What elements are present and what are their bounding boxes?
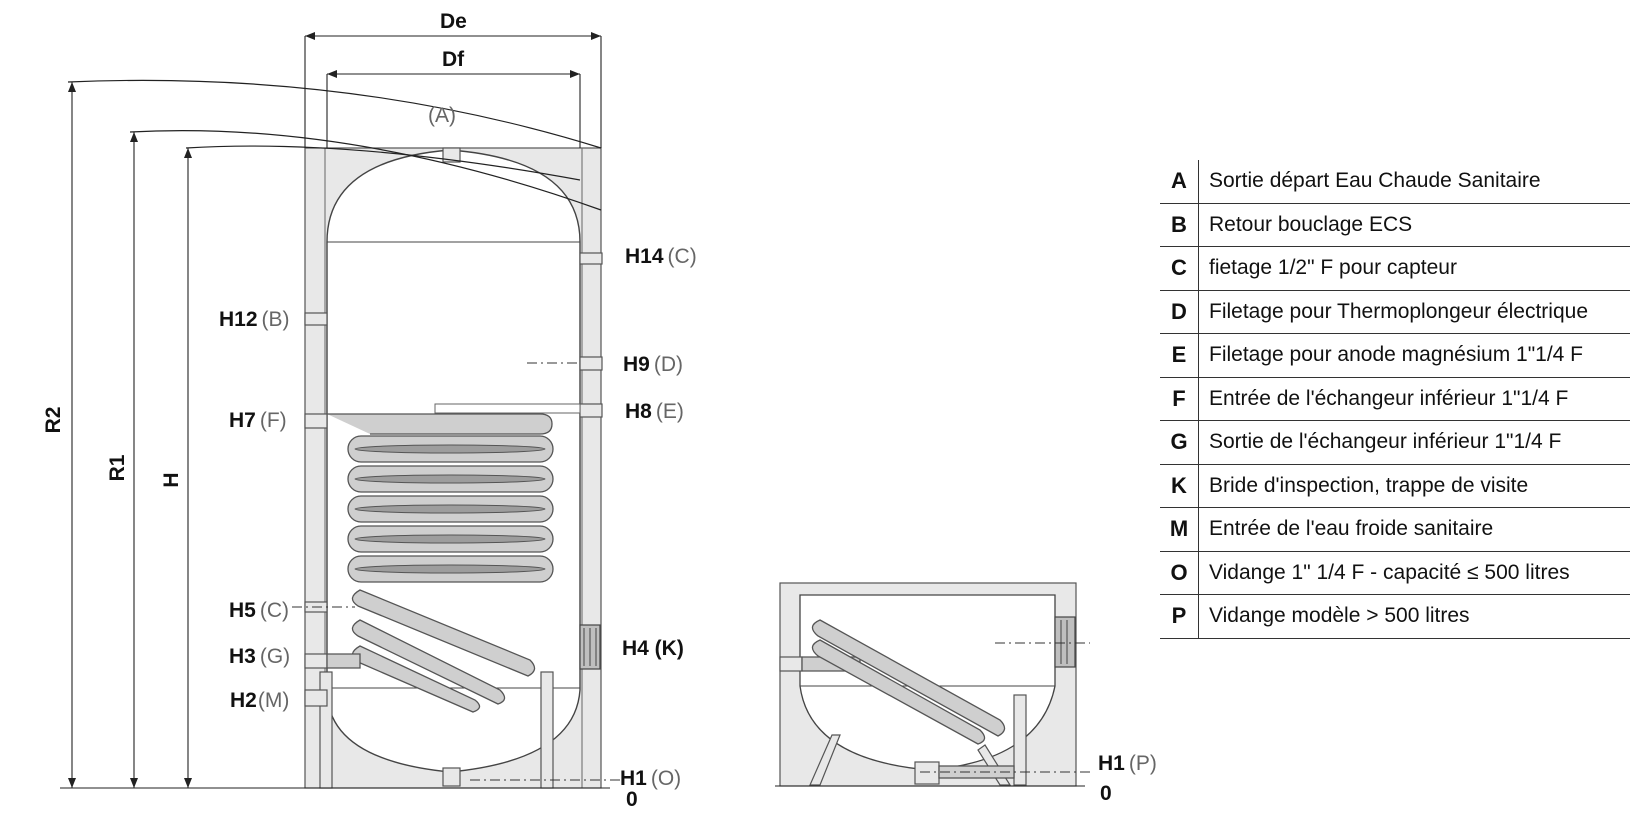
connection-labels: H14(C) H12(B) H9(D) H8(E) H7(F) H5(C) H3…: [219, 245, 697, 790]
label-h14: H14(C): [625, 245, 697, 268]
side-detail: H1(P) 0: [775, 582, 1157, 805]
dim-r1: R1: [106, 454, 129, 481]
label-h2: H2(M): [230, 689, 289, 712]
dim-r2: R2: [42, 407, 65, 434]
legend-description: Bride d'inspection, trappe de visite: [1209, 473, 1529, 497]
dimension-lines: De Df (A) R2 R1 H 0: [42, 10, 638, 811]
legend-description: Sortie départ Eau Chaude Sanitaire: [1209, 169, 1541, 193]
label-h8: H8(E): [625, 400, 684, 423]
legend-key: K: [1160, 464, 1199, 507]
legend-row: O Vidange 1" 1/4 F - capacité ≤ 500 litre…: [1160, 551, 1630, 595]
legend-row: B Retour bouclage ECS: [1160, 203, 1630, 247]
legend-description: Entrée de l'eau froide sanitaire: [1209, 517, 1494, 541]
heat-exchanger-coil: [347, 435, 554, 713]
legend-description: Vidange 1" 1/4 F - capacité ≤ 500 litres: [1209, 560, 1570, 584]
legend-description: Vidange modèle > 500 litres: [1209, 604, 1470, 628]
legend-key: M: [1160, 508, 1199, 551]
legend-key: B: [1160, 203, 1199, 246]
legend-description: Entrée de l'échangeur inférieur 1"1/4 F: [1209, 386, 1569, 410]
legend-key: G: [1160, 421, 1199, 464]
label-h5: H5(C): [229, 599, 289, 622]
legend-key: C: [1160, 247, 1199, 290]
legend-row: K Bride d'inspection, trappe de visite: [1160, 464, 1630, 508]
legend-row: M Entrée de l'eau froide sanitaire: [1160, 508, 1630, 552]
legend-description: fietage 1/2" F pour capteur: [1209, 256, 1457, 280]
legend-description: Filetage pour anode magnésium 1"1/4 F: [1209, 343, 1584, 367]
legend-description: Retour bouclage ECS: [1209, 212, 1413, 236]
label-h3: H3(G): [229, 645, 290, 668]
label-h1-p: H1(P): [1098, 752, 1157, 775]
legend-description: Filetage pour Thermoplongeur électrique: [1209, 299, 1589, 323]
dim-de: De: [440, 10, 467, 33]
legend-row: G Sortie de l'échangeur inférieur 1"1/4 F: [1160, 421, 1630, 465]
legend-key: O: [1160, 551, 1199, 594]
legend-key: D: [1160, 290, 1199, 333]
legend-description: Sortie de l'échangeur inférieur 1"1/4 F: [1209, 430, 1562, 454]
label-h9: H9(D): [623, 353, 683, 376]
legend-key: A: [1160, 160, 1199, 203]
legend-key: P: [1160, 595, 1199, 638]
label-h4: H4 (K): [622, 637, 684, 660]
legend-key: E: [1160, 334, 1199, 377]
label-h12: H12(B): [219, 308, 290, 331]
legend-row: F Entrée de l'échangeur inférieur 1"1/4 F: [1160, 377, 1630, 421]
dim-df: Df: [442, 48, 465, 71]
legend-row: E Filetage pour anode magnésium 1"1/4 F: [1160, 334, 1630, 378]
legend-key: F: [1160, 377, 1199, 420]
legend-row: P Vidange modèle > 500 litres: [1160, 595, 1630, 639]
top-label-a: (A): [428, 104, 456, 127]
zero-main: 0: [626, 788, 638, 811]
main-tank: [292, 147, 620, 789]
legend-row: A Sortie départ Eau Chaude Sanitaire: [1160, 160, 1630, 204]
label-h7: H7(F): [229, 409, 287, 432]
zero-side: 0: [1100, 782, 1112, 805]
label-h1-o: H1(O): [620, 767, 681, 790]
legend-row: D Filetage pour Thermoplongeur électrique: [1160, 290, 1630, 334]
dim-h: H: [160, 472, 183, 487]
